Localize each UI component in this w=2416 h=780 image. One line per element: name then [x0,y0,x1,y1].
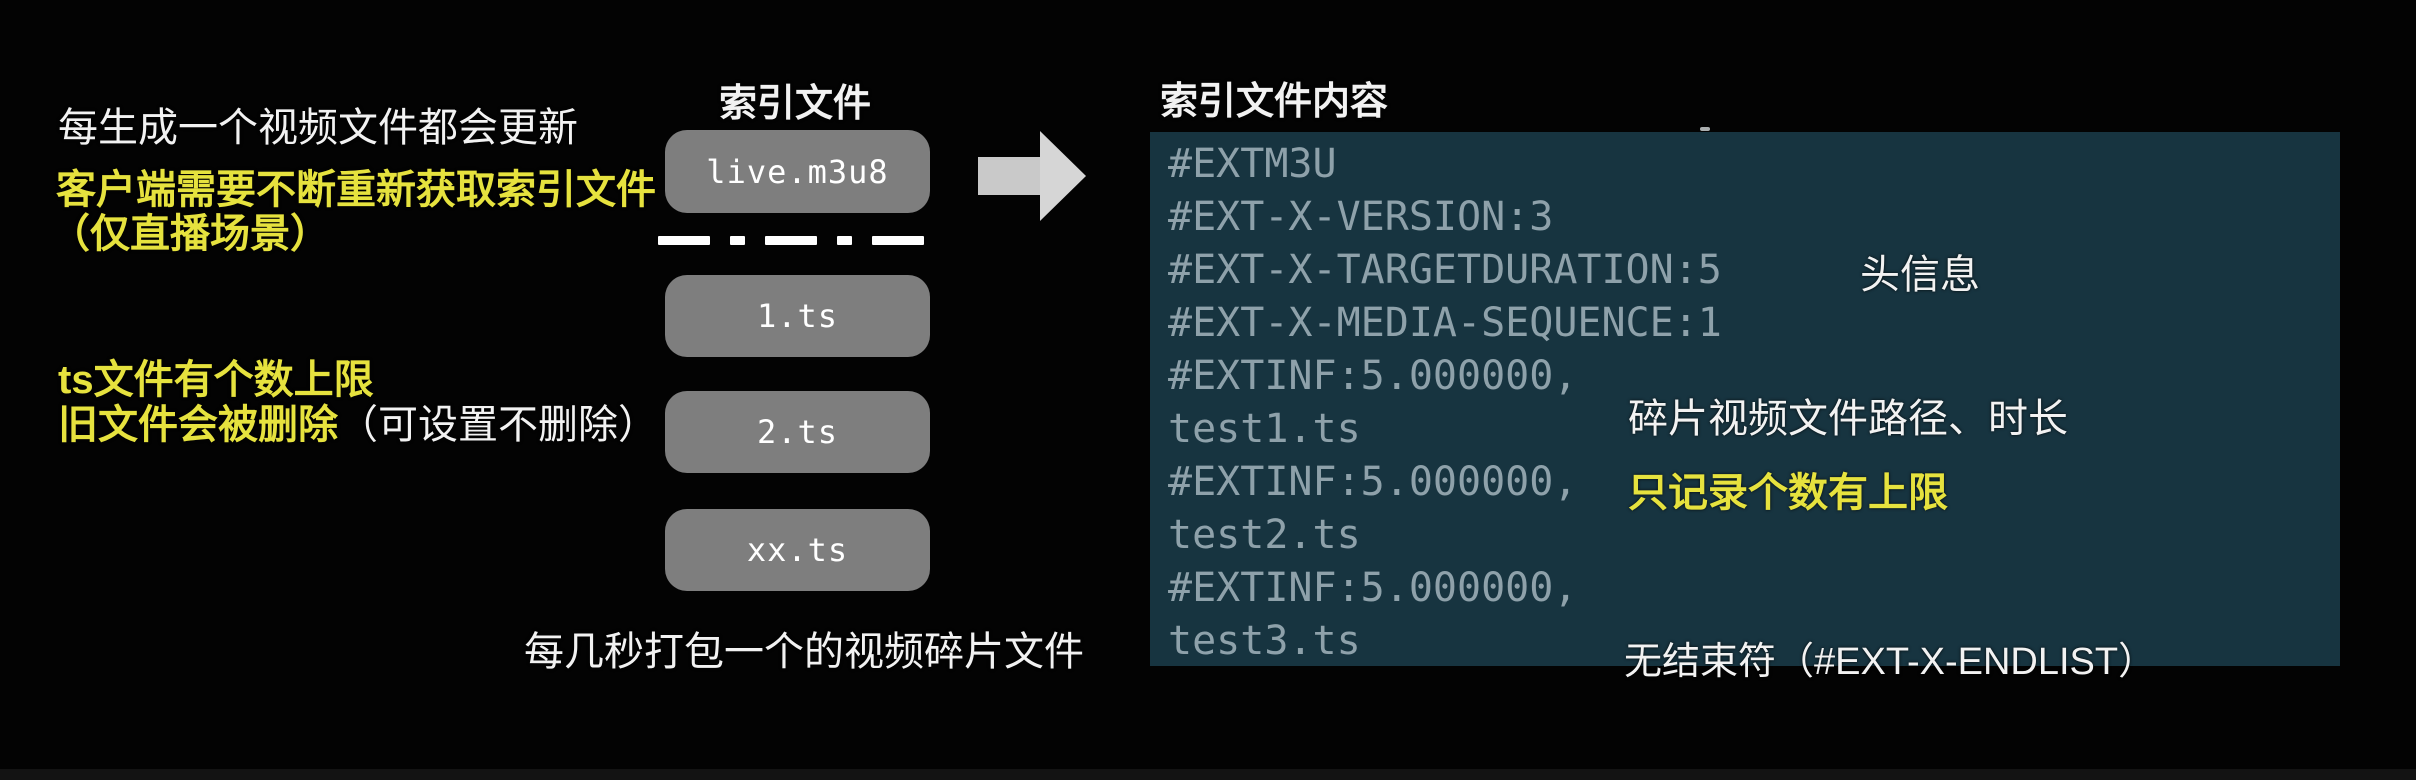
divider-dot [837,236,852,245]
right-arrow-icon [978,131,1086,221]
code-line-media-sequence: #EXT-X-MEDIA-SEQUENCE:1 [1168,300,1722,346]
divider-dash [658,236,710,245]
code-line-extinf-1: #EXTINF:5.000000, [1168,353,1578,399]
annotation-header-info: 头信息 [1860,253,1980,297]
note-live-only: （仅直播场景） [50,212,330,256]
file-box-label: live.m3u8 [706,152,889,191]
note-generate-update: 每生成一个视频文件都会更新 [58,106,578,150]
note-ts-count-limit: ts文件有个数上限 [58,358,374,402]
code-line-version: #EXT-X-VERSION:3 [1168,194,1554,240]
arrow-shaft [978,157,1042,195]
dash-dot-divider [658,236,928,245]
index-content-title: 索引文件内容 [1160,81,1389,123]
divider-dot [730,236,745,245]
file-box-label: 2.ts [756,413,839,451]
code-line-test1-ts: test1.ts [1168,406,1361,452]
annotation-no-endlist: 无结束符（#EXT-X-ENDLIST） [1624,641,2157,683]
divider-dash [765,236,817,245]
code-line-extm3u: #EXTM3U [1168,141,1337,187]
file-box-1-ts: 1.ts [665,275,930,357]
index-files-title: 索引文件 [718,83,871,125]
bottom-edge-strip [0,769,2416,780]
code-line-extinf-3: #EXTINF:5.000000, [1168,565,1578,611]
file-box-label: xx.ts [746,531,849,569]
code-line-test2-ts: test2.ts [1168,512,1361,558]
annotation-segment-path-duration: 碎片视频文件路径、时长 [1628,397,2068,441]
file-box-xx-ts: xx.ts [665,509,930,591]
divider-dash [872,236,924,245]
note-client-refetch: 客户端需要不断重新获取索引文件 [56,168,656,212]
note-old-files-deleted-suffix: （可设置不删除） [338,403,658,447]
arrow-head [1040,131,1086,221]
annotation-count-limit: 只记录个数有上限 [1628,471,1948,515]
code-line-extinf-2: #EXTINF:5.000000, [1168,459,1578,505]
note-segment-packaging: 每几秒打包一个的视频碎片文件 [524,630,1084,674]
file-box-live-m3u8: live.m3u8 [665,130,930,213]
file-box-label: 1.ts [756,297,839,335]
video-artifact-dash [1700,127,1710,131]
note-old-files-deleted-main: 旧文件会被删除 [58,403,338,447]
code-line-test3-ts: test3.ts [1168,618,1361,664]
file-box-2-ts: 2.ts [665,391,930,473]
code-line-targetduration: #EXT-X-TARGETDURATION:5 [1168,247,1722,293]
m3u8-code-block: #EXTM3U #EXT-X-VERSION:3 #EXT-X-TARGETDU… [1150,132,2340,666]
note-old-files-deleted: 旧文件会被删除（可设置不删除） [58,403,658,447]
